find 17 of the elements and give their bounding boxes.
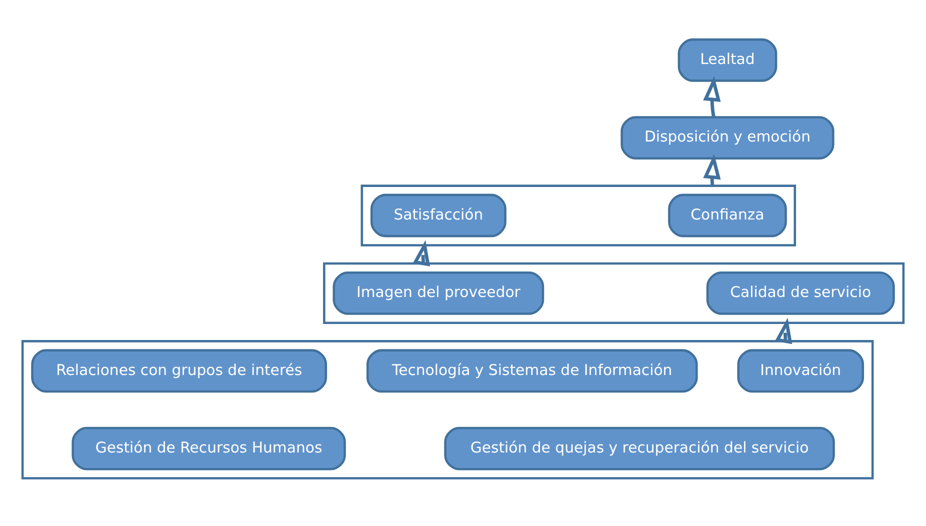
node-box: Lealtad xyxy=(678,38,778,82)
arrow xyxy=(703,76,721,117)
node-box: Confianza xyxy=(668,193,787,237)
cluster xyxy=(360,184,796,246)
node-box: Innovación xyxy=(737,348,864,392)
node-box: Tecnología y Sistemas de Información xyxy=(366,348,698,392)
node-box: Imagen del proveedor xyxy=(332,271,544,314)
cluster xyxy=(323,262,905,324)
node-box: Gestión de quejas y recuperación del servicio xyxy=(444,426,835,470)
node-box: Satisfacción xyxy=(370,193,506,237)
arrow xyxy=(412,240,430,266)
arrow xyxy=(774,317,792,344)
node-box: Disposición y emoción xyxy=(620,116,834,160)
node-box: Gestión de Recursos Humanos xyxy=(72,426,346,470)
node-box: Calidad de servicio xyxy=(706,271,895,314)
cluster xyxy=(21,340,874,479)
node-box: Relaciones con grupos de interés xyxy=(31,348,328,392)
